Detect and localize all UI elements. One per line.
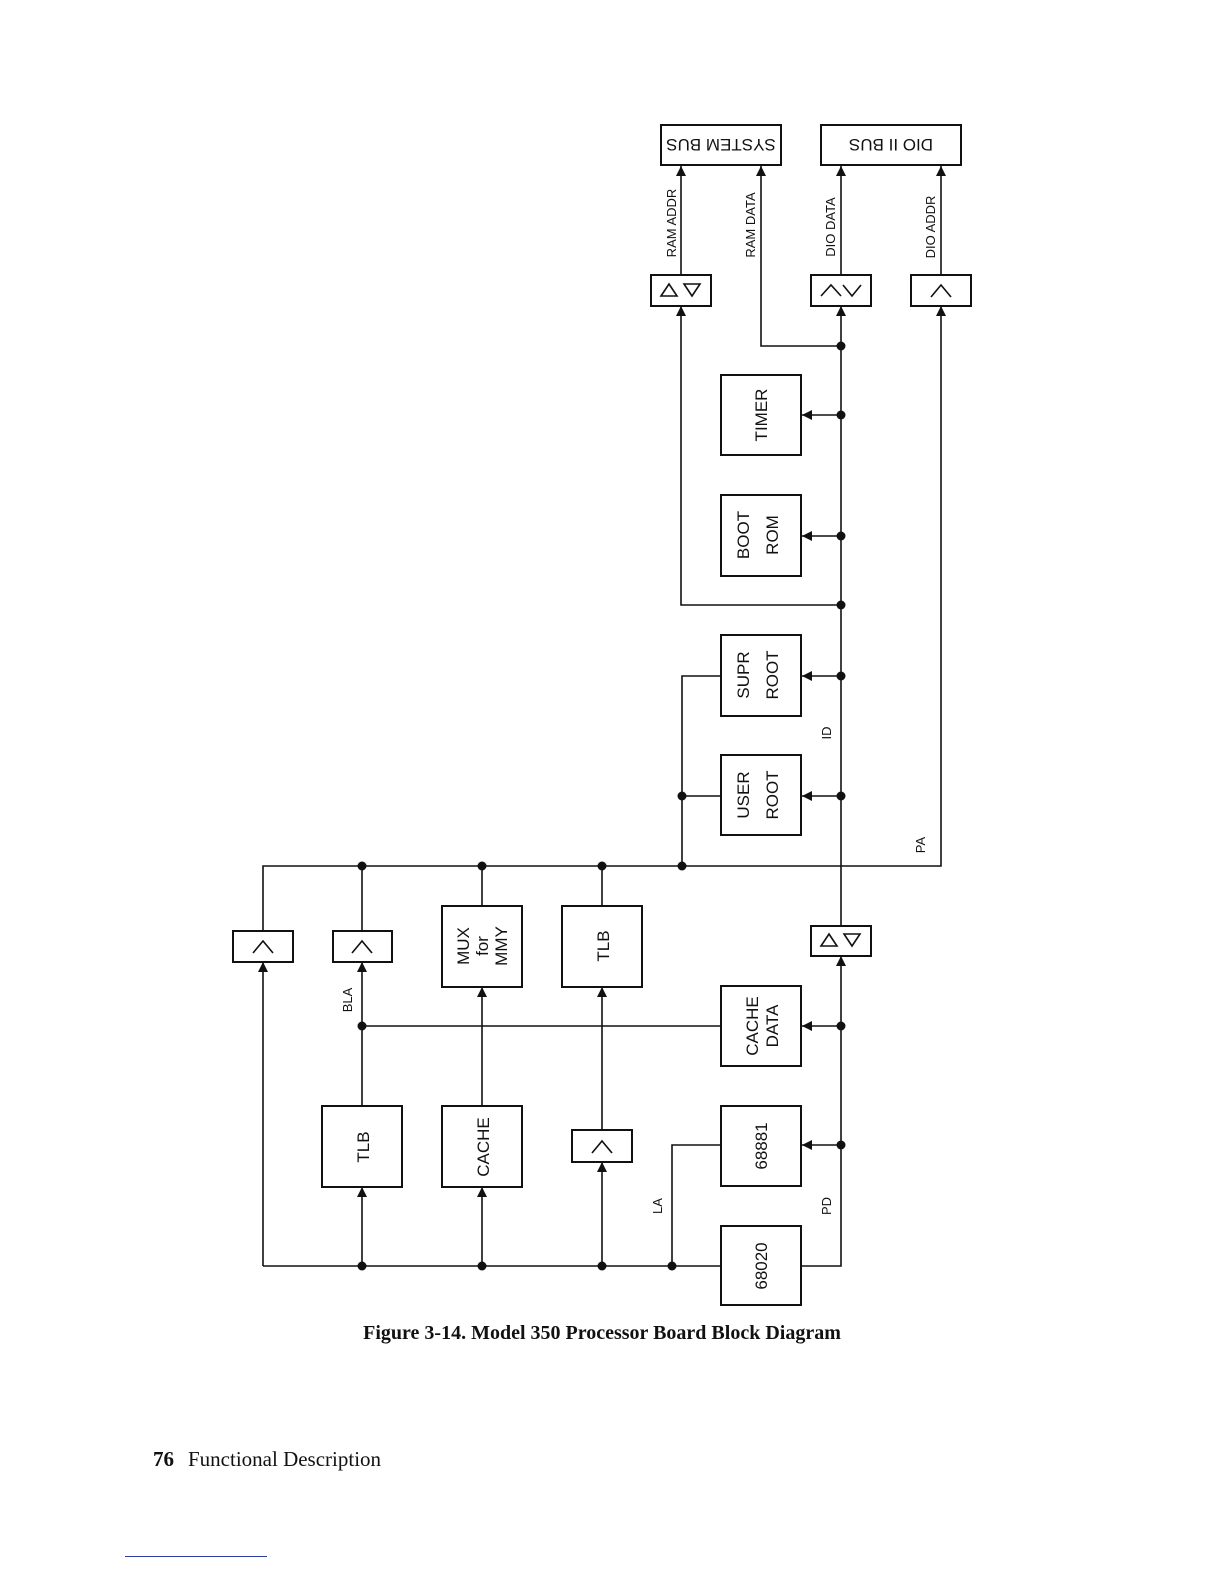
svg-text:MUX: MUX: [454, 927, 473, 965]
block-system-bus: SYSTEM BUS: [661, 125, 781, 165]
section-title: Functional Description: [188, 1447, 381, 1471]
block-dio-ii-bus: DIO II BUS: [821, 125, 961, 165]
svg-text:68881: 68881: [752, 1122, 771, 1169]
block-supr-root: SUPR ROOT: [721, 635, 801, 716]
buffer-pa-left: [233, 931, 293, 962]
block-68881: 68881: [721, 1106, 801, 1186]
svg-text:CACHE: CACHE: [474, 1117, 493, 1177]
svg-text:SYSTEM BUS: SYSTEM BUS: [666, 135, 776, 154]
page-number: 76: [153, 1447, 174, 1471]
block-boot-rom: BOOT ROM: [721, 495, 801, 576]
signal-ram-data-label: RAM DATA: [743, 192, 758, 258]
svg-text:ROM: ROM: [763, 515, 782, 555]
buffer-dio-data: [811, 275, 871, 306]
block-timer: TIMER: [721, 375, 801, 455]
signal-ram-addr-label: RAM ADDR: [664, 189, 679, 258]
block-user-root: USER ROOT: [721, 755, 801, 835]
block-cache-data: CACHE DATA: [721, 986, 801, 1066]
page-footer: 76 Functional Description: [153, 1447, 381, 1472]
svg-text:USER: USER: [734, 771, 753, 818]
signal-dio-data-label: DIO DATA: [823, 197, 838, 257]
signal-pd-label: PD: [819, 1197, 834, 1215]
figure-caption: Figure 3-14. Model 350 Processor Board B…: [0, 1322, 1204, 1345]
svg-text:ROOT: ROOT: [763, 770, 782, 819]
signal-bla-label: BLA: [340, 987, 355, 1012]
buffer-dio-addr: [911, 275, 971, 306]
buffer-bla: [333, 931, 392, 962]
svg-text:DIO II BUS: DIO II BUS: [849, 135, 933, 154]
wires: [263, 166, 941, 1266]
signal-pa-label: PA: [913, 836, 928, 853]
svg-text:DATA: DATA: [763, 1004, 782, 1047]
svg-text:68020: 68020: [752, 1242, 771, 1289]
svg-text:ROOT: ROOT: [763, 650, 782, 699]
buffer-pd-bidirectional: [811, 926, 871, 956]
svg-text:TLB: TLB: [594, 930, 613, 961]
svg-text:for: for: [473, 936, 492, 956]
signal-la-label: LA: [650, 1198, 665, 1214]
block-cache: CACHE: [442, 1106, 522, 1187]
signal-id-label: ID: [819, 727, 834, 740]
svg-text:TLB: TLB: [354, 1131, 373, 1162]
svg-text:MMY: MMY: [492, 926, 511, 966]
footer-rule: [125, 1556, 267, 1557]
block-tlb-left: TLB: [322, 1106, 402, 1187]
block-tlb-right: TLB: [562, 906, 642, 987]
svg-text:CACHE: CACHE: [743, 996, 762, 1056]
svg-text:BOOT: BOOT: [734, 511, 753, 559]
svg-text:SUPR: SUPR: [734, 651, 753, 698]
svg-text:TIMER: TIMER: [752, 389, 771, 442]
signal-dio-addr-label: DIO ADDR: [923, 196, 938, 259]
buffer-ram-addr: [651, 275, 711, 306]
block-68020: 68020: [721, 1226, 801, 1305]
buffer-la: [572, 1130, 632, 1162]
block-mux-for-mmy: MUX for MMY: [442, 906, 522, 987]
